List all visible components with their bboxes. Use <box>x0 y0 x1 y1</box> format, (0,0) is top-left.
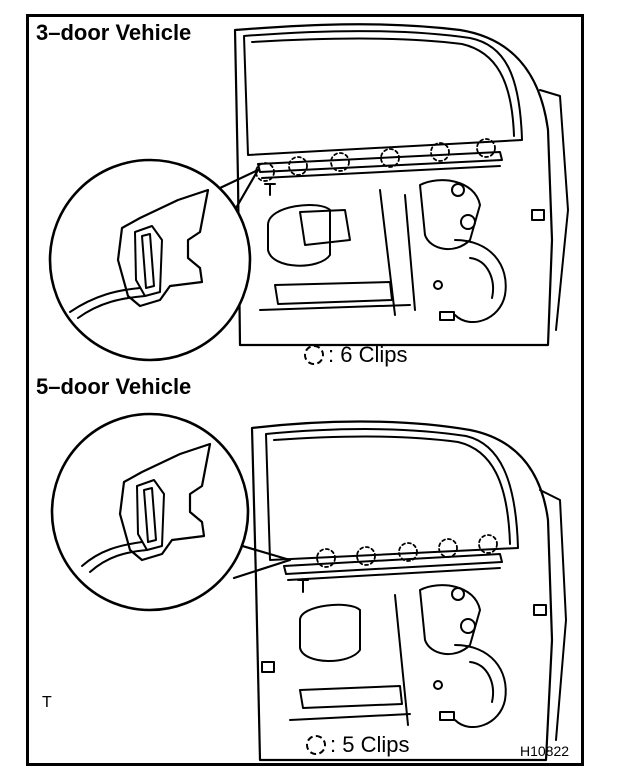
clip-markers-top <box>255 138 496 182</box>
section-title-3-door: 3–door Vehicle <box>36 20 192 45</box>
clip-count-3-door: : 6 Clips <box>328 342 408 367</box>
section-title-5-door: 5–door Vehicle <box>36 374 192 399</box>
clip-markers-bottom <box>316 534 498 568</box>
figure-code: H10822 <box>520 743 570 759</box>
clip-legend-5-door: : 5 Clips <box>306 732 409 758</box>
clip-legend-3-door: : 6 Clips <box>304 342 407 368</box>
clip-count-5-door: : 5 Clips <box>330 732 410 757</box>
illustration-frame <box>26 14 584 766</box>
corner-mark: T <box>42 694 52 711</box>
five-door-drawing <box>50 412 567 762</box>
clip-circle-icon <box>304 345 324 365</box>
clip-circle-icon <box>306 735 326 755</box>
three-door-drawing <box>48 23 569 362</box>
